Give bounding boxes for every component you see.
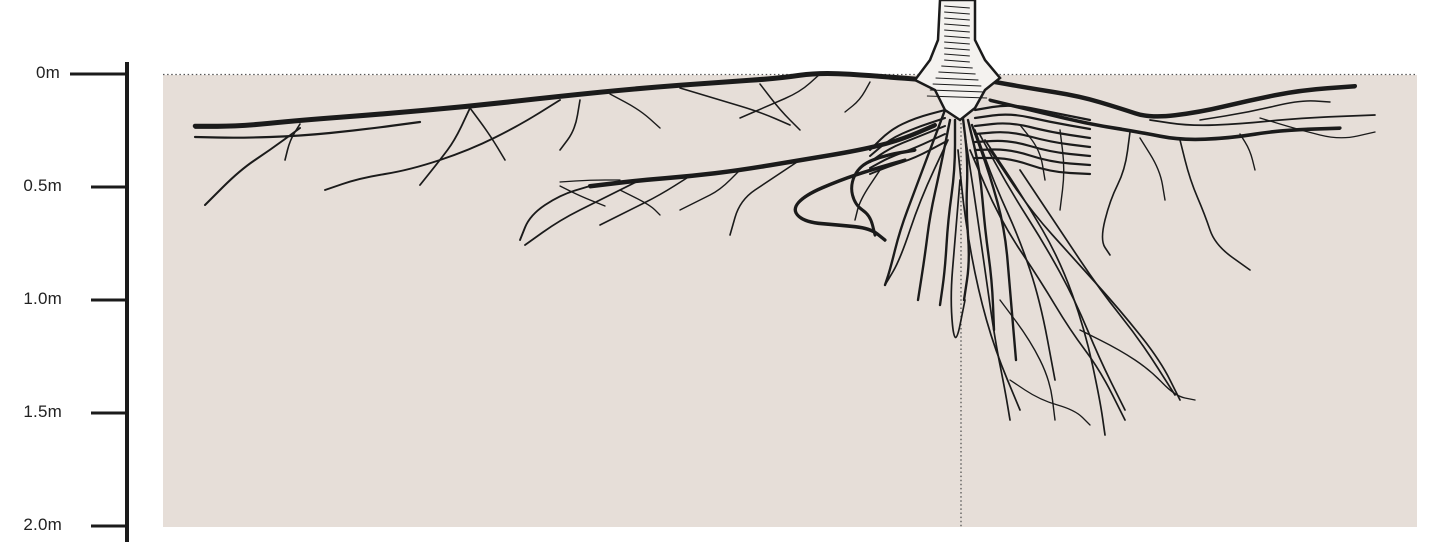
depth-tick-label: 1.0m: [0, 289, 62, 309]
soil-region: [163, 75, 1417, 527]
depth-tick-label: 2.0m: [0, 515, 62, 535]
depth-tick-label: 0.5m: [0, 176, 62, 196]
depth-tick-label: 0m: [0, 63, 60, 83]
depth-scale-axis: [70, 62, 127, 542]
depth-tick-label: 1.5m: [0, 402, 62, 422]
